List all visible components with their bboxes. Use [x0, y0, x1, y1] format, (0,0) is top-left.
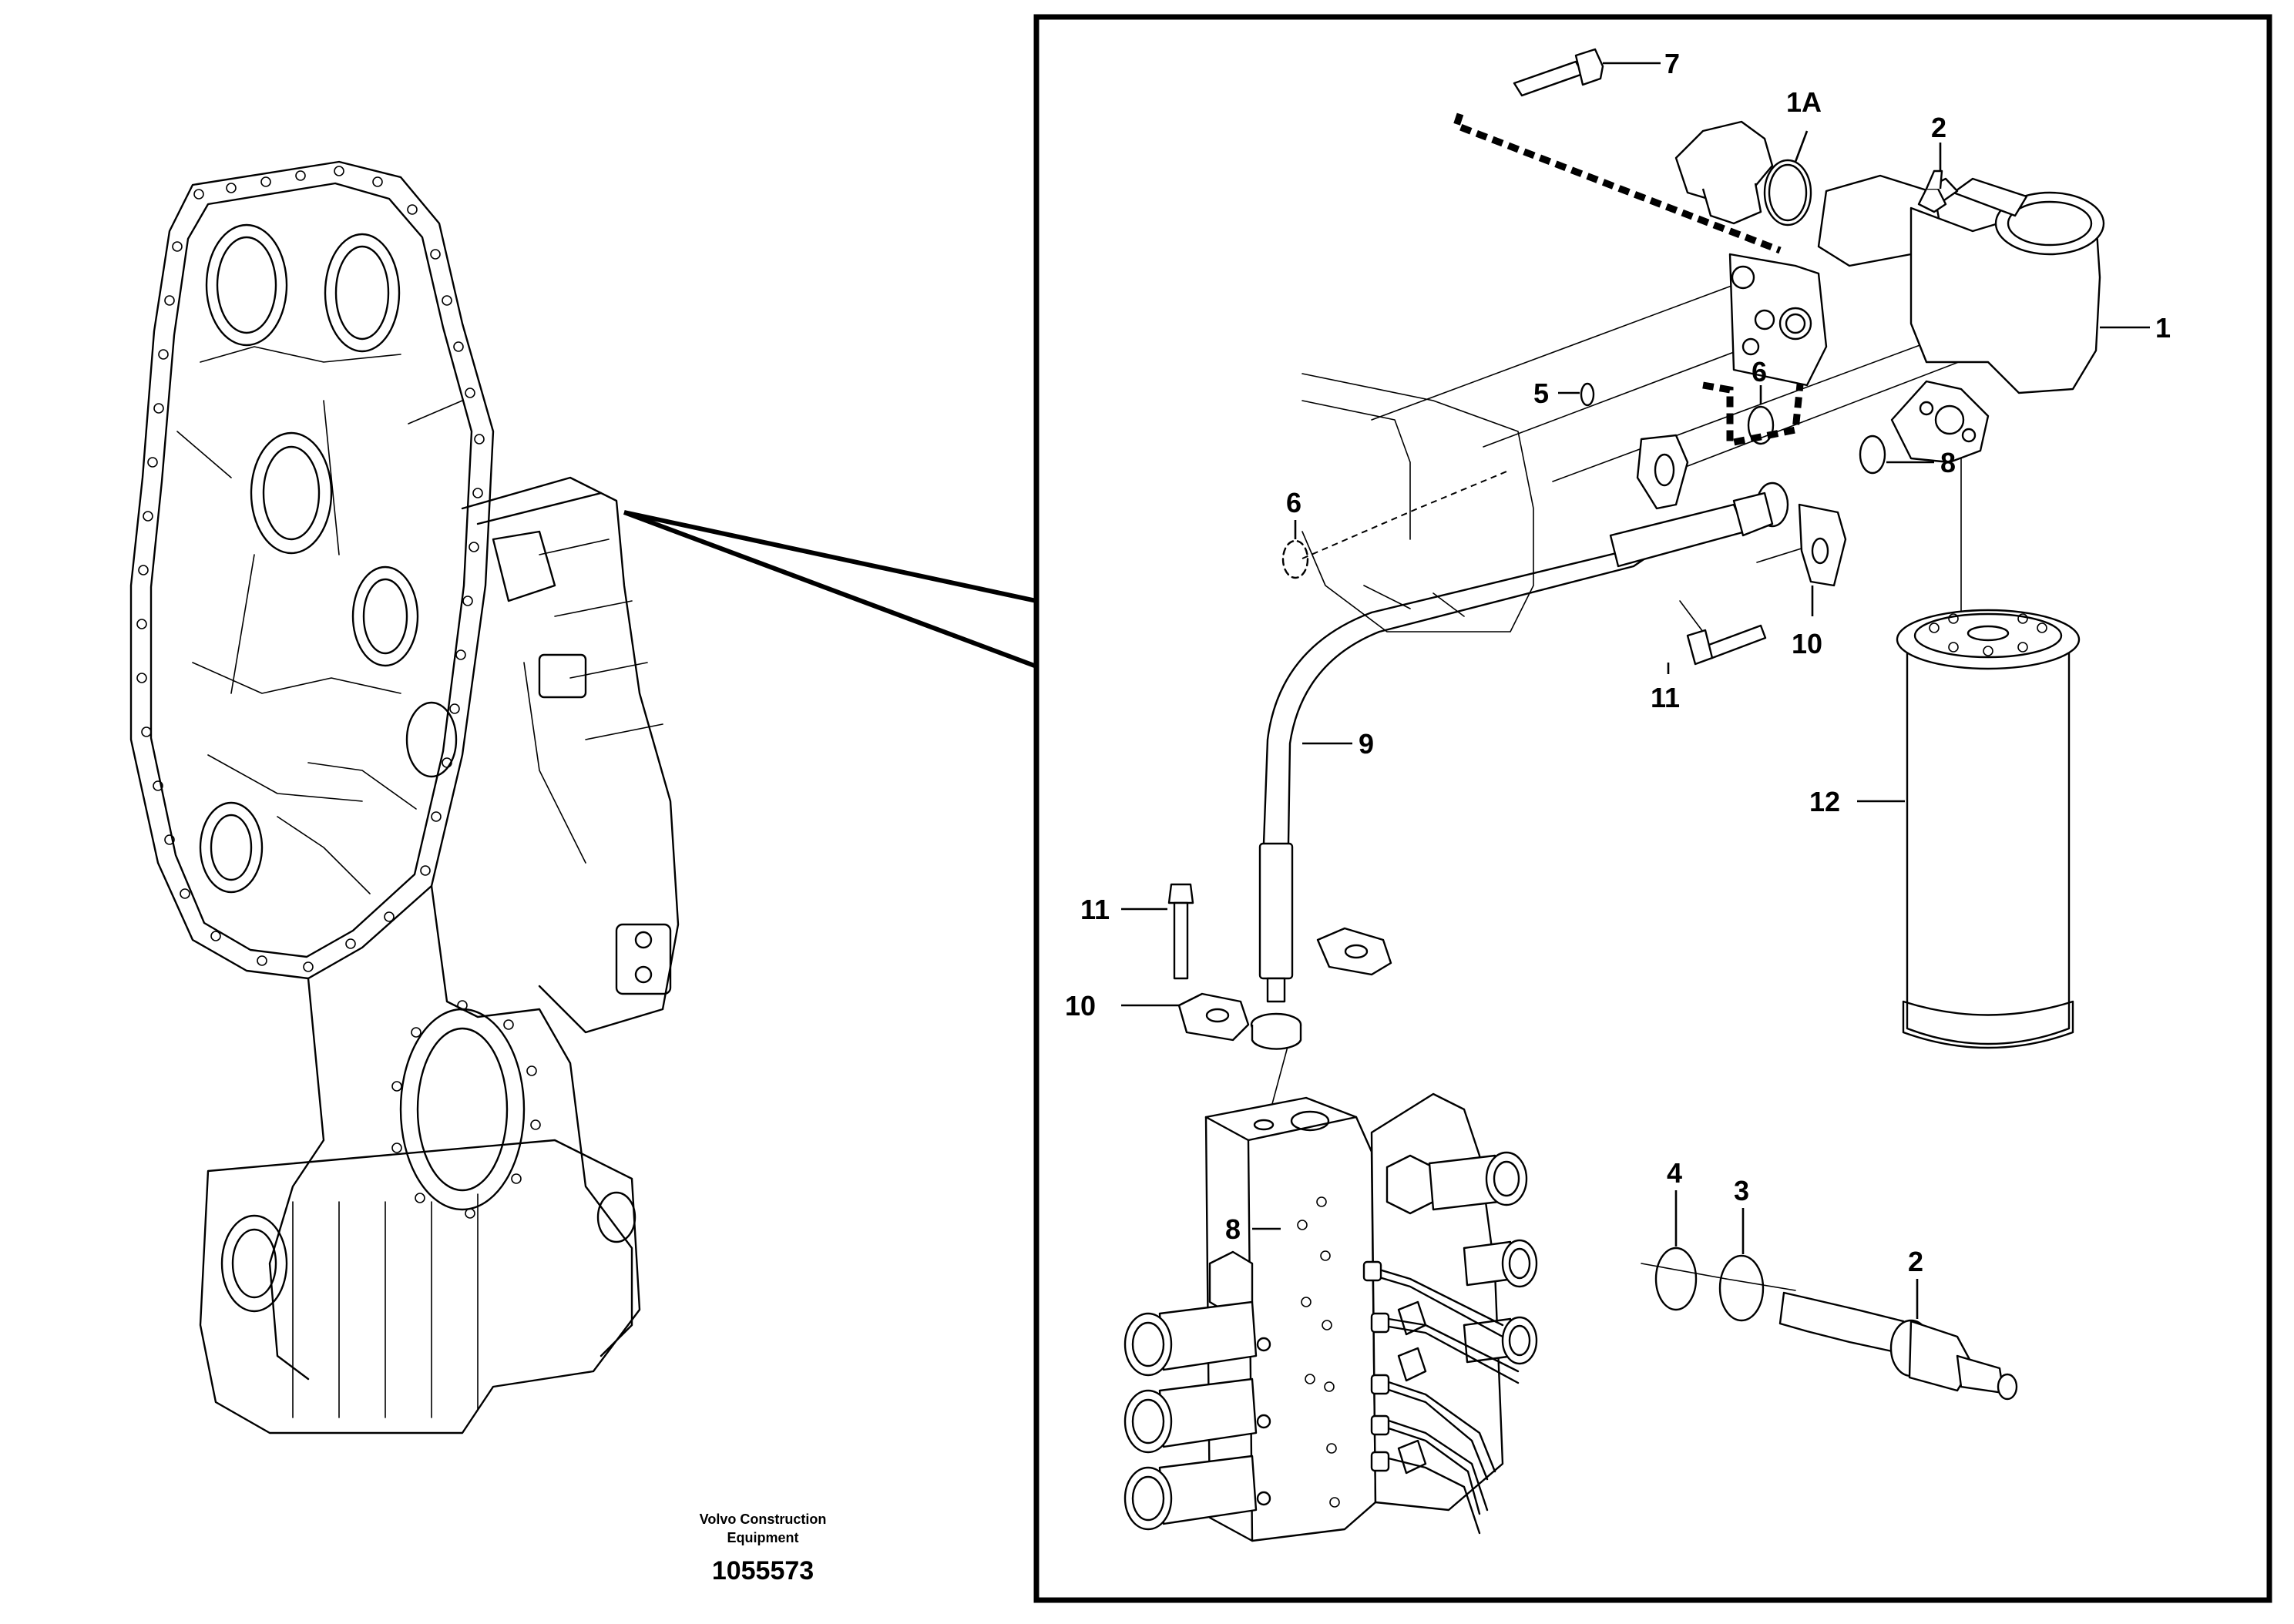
caption-document-number: 1055573: [712, 1556, 814, 1585]
callout-4: 4: [1667, 1157, 1682, 1189]
assembly-path-oring-6: [1702, 354, 1807, 448]
solenoid-left-1: [1123, 1300, 1271, 1377]
callout-3: 3: [1734, 1175, 1749, 1206]
part-10-clamp-upper-left: [1636, 434, 1689, 510]
housing-background-detail: [1302, 373, 1534, 632]
callout-8-lower: 8: [1225, 1213, 1241, 1245]
part-1-filter-head: [1728, 174, 2105, 464]
callout-6-right: 6: [1752, 356, 1767, 388]
part-1a-plug: [1674, 120, 1812, 226]
solenoid-left-2: [1123, 1377, 1271, 1454]
detail-connector-line-bottom: [623, 510, 1038, 669]
callout-1: 1: [2155, 312, 2171, 344]
detail-connector-line-top: [623, 510, 1037, 603]
part-5-oring: [1580, 382, 1595, 407]
callout-10-lower: 10: [1065, 990, 1096, 1022]
part-6-oring-right: [1747, 405, 1775, 445]
callout-11-upper: 11: [1651, 682, 1680, 713]
solenoid-left-3: [1123, 1455, 1271, 1531]
callout-11-lower: 11: [1080, 894, 1110, 925]
callout-2-lower: 2: [1908, 1246, 1923, 1277]
callout-8-upper: 8: [1940, 447, 1956, 478]
caption-company-line2: Equipment: [727, 1530, 799, 1545]
assembly-path-bolt-7: [1452, 112, 1782, 254]
callout-5: 5: [1533, 377, 1549, 409]
assembly-lines: [1267, 273, 2020, 1291]
part-10-clamp-lower-left: [1177, 992, 1250, 1042]
solenoid-right-2: [1463, 1239, 1538, 1288]
callout-10-upper: 10: [1792, 628, 1822, 659]
part-9-pipe: [1250, 481, 1789, 1050]
part-8-oring-upper: [1859, 435, 1886, 475]
callout-labels: 7 1A 2 1 5 6 6 8 10 11 9 12 11: [1065, 48, 2171, 1319]
callout-6-left: 6: [1286, 487, 1302, 518]
detail-frame: [1033, 14, 2272, 1603]
caption-company-line1: Volvo Construction: [700, 1512, 827, 1527]
transmission-housing-illustration: [129, 160, 680, 1434]
assembly-path-oring-6-left: [1302, 469, 1511, 559]
callout-12: 12: [1809, 786, 1840, 817]
part-11-bolt-lower: [1167, 883, 1194, 980]
part-12-filter: [1896, 609, 2081, 1049]
part-4-oring: [1654, 1247, 1698, 1311]
part-10-clamp-upper-right: [1798, 503, 1847, 587]
part-7-bolt: [1513, 48, 1604, 97]
solenoid-right-1: [1428, 1151, 1528, 1211]
valve-block: [1123, 1092, 1538, 1542]
part-10-clamp-lower-right: [1316, 927, 1392, 976]
callout-9: 9: [1359, 728, 1374, 760]
callout-1a: 1A: [1786, 86, 1822, 118]
caption-block: Volvo Construction Equipment 1055573: [700, 1512, 827, 1585]
callout-2-upper: 2: [1931, 112, 1946, 143]
callout-7: 7: [1664, 48, 1680, 79]
part-11-bolt-upper: [1686, 624, 1767, 666]
part-2-sensor-upper: [1917, 169, 1947, 213]
part-2-sensor-lower: [1778, 1291, 2018, 1401]
part-3-oring: [1718, 1254, 1765, 1322]
part-6-oring-left: [1281, 539, 1309, 579]
